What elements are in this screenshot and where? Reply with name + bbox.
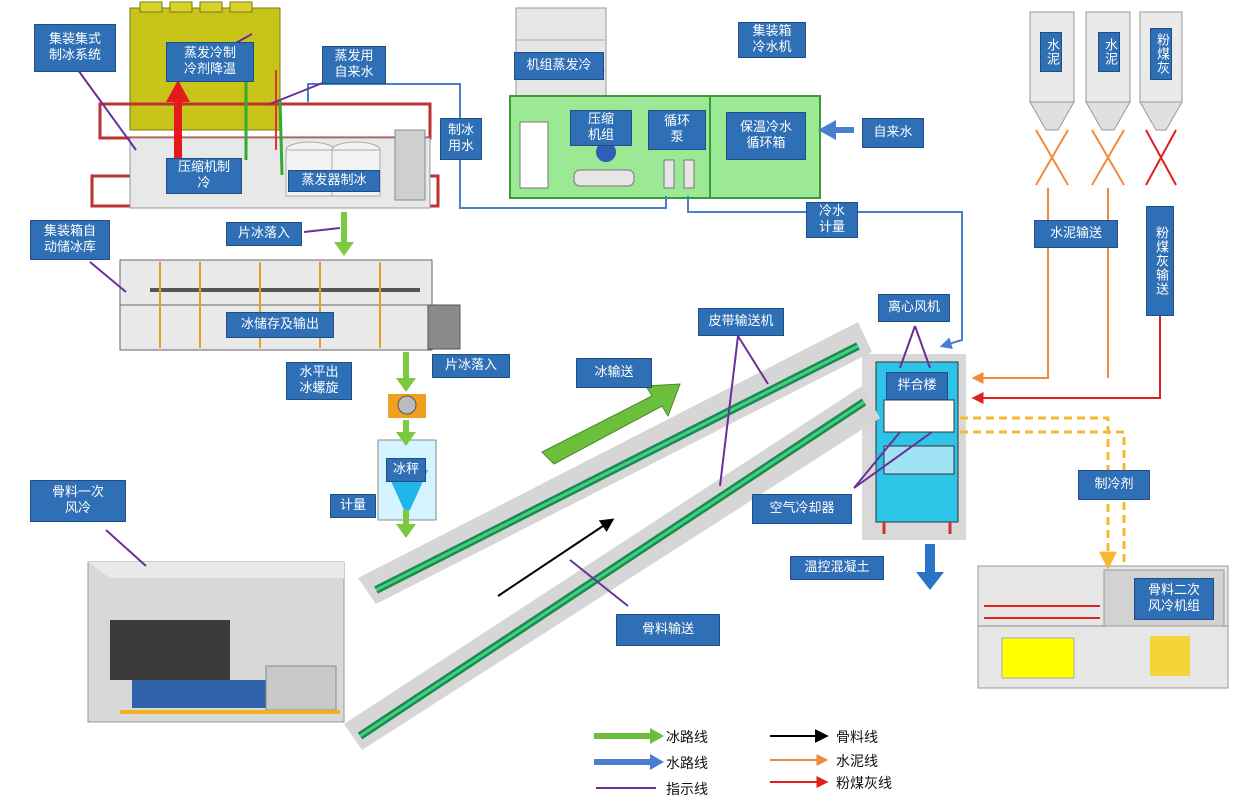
label-evap-tap-water: 蒸发用 自来水 [322, 46, 386, 84]
ice-route-lines [334, 212, 681, 538]
label-metering: 计量 [330, 494, 376, 518]
label-ice-conveying: 冰输送 [576, 358, 652, 388]
legend-ice-route: 冰路线 [666, 730, 708, 746]
label-flake-ice-drop-2: 片冰落入 [432, 354, 510, 378]
label-ice-scale: 冰秤 [386, 458, 426, 482]
legend-pointer-line: 指示线 [666, 782, 708, 798]
aggregate-cooler-icon [87, 561, 345, 723]
label-container-chiller: 集装箱 冷水机 [738, 22, 806, 58]
ice-plant-icon [90, 1, 440, 209]
label-flake-ice-drop-1: 片冰落入 [226, 222, 302, 246]
belt-conveyor-icon [344, 322, 880, 750]
label-ice-storage-output: 冰储存及输出 [226, 312, 334, 338]
pointer-lines [77, 33, 933, 607]
ice-storage-icon [119, 259, 461, 521]
label-unit-evap-cooling: 机组蒸发冷 [514, 52, 604, 80]
label-ice-water: 制冰 用水 [440, 118, 482, 160]
label-aggregate-primary-cooling: 骨料一次 风冷 [30, 480, 126, 522]
legend-water-route: 水路线 [666, 756, 708, 772]
label-belt-conveyor: 皮带输送机 [698, 308, 784, 336]
label-cement-silo-2: 水泥 [1098, 32, 1120, 72]
label-tap-water: 自来水 [862, 118, 924, 148]
secondary-cooler-icon [977, 565, 1229, 689]
label-evaporator-ice: 蒸发器制冰 [288, 170, 380, 192]
label-cold-water-metering: 冷水 计量 [806, 202, 858, 238]
label-horizontal-screw: 水平出 冰螺旋 [286, 362, 352, 400]
label-container-ice-system: 集装集式 制冰系统 [34, 24, 116, 72]
label-flyash-silo: 粉煤灰 [1150, 28, 1172, 80]
label-air-cooler: 空气冷却器 [752, 494, 852, 524]
material-lines [960, 188, 1161, 570]
label-circulation-pump: 循环 泵 [648, 110, 706, 150]
label-aggregate-conveying: 骨料输送 [616, 614, 720, 646]
legend-cement-line: 水泥线 [836, 754, 878, 770]
label-container-ice-storage: 集装箱自 动储冰库 [30, 220, 110, 260]
label-compressor-ice: 压缩机制 冷 [166, 158, 242, 194]
label-centrifugal-fan: 离心风机 [878, 294, 950, 322]
label-cement-conveying: 水泥输送 [1034, 220, 1118, 248]
legend-flyash-line: 粉煤灰线 [836, 776, 892, 792]
label-temp-controlled-concrete: 温控混凝土 [790, 556, 884, 580]
label-evap-refrigerant-cooling: 蒸发冷制 冷剂降温 [166, 42, 254, 82]
label-mixing-plant: 拌合楼 [886, 372, 948, 400]
legend-aggregate-line: 骨料线 [836, 730, 878, 746]
label-flyash-conveying: 粉煤灰输送 [1146, 206, 1174, 316]
legend [594, 728, 829, 789]
label-cement-silo-1: 水泥 [1040, 32, 1062, 72]
aggregate-route-arrow [497, 518, 615, 597]
label-compressor-unit: 压缩 机组 [570, 110, 632, 146]
label-aggregate-secondary-unit: 骨料二次 风冷机组 [1134, 578, 1214, 620]
label-insulated-tank: 保温冷水 循环箱 [726, 112, 806, 160]
label-refrigerant: 制冷剂 [1078, 470, 1150, 500]
